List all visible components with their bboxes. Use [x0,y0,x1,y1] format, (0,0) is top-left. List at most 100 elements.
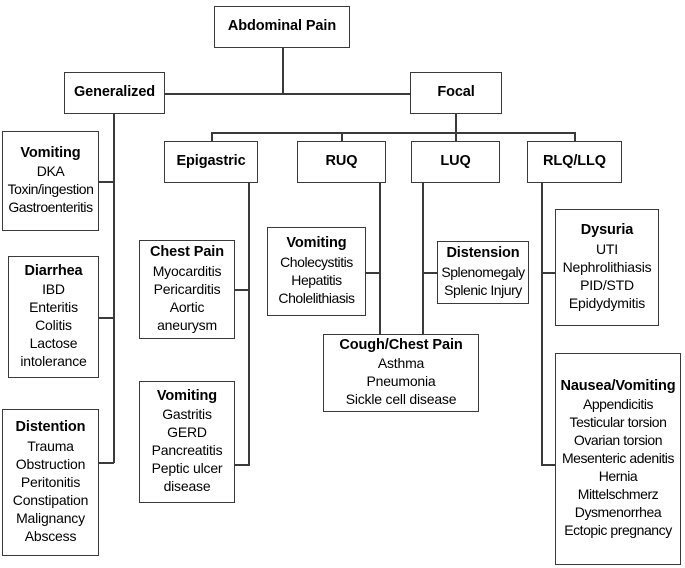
node-generalized-distention[interactable]: Distention Trauma Obstruction Peritoniti… [2,409,99,556]
node-item: DKA [36,163,65,180]
node-item: Hernia [598,468,638,485]
node-item: Testicular torsion [569,414,667,431]
node-luq-distension[interactable]: Distension Splenomegaly Splenic Injury [437,241,529,304]
node-rlq-llq[interactable]: RLQ/LLQ [527,141,622,183]
node-item: Cholecystitis [280,253,353,270]
node-item: Peptic ulcer [151,460,223,477]
node-title: Generalized [73,84,156,101]
node-item: Abscess [24,527,77,544]
node-items: IBD Enteritis Colitis Lactose intoleranc… [20,281,86,371]
node-generalized-diarrhea[interactable]: Diarrhea IBD Enteritis Colitis Lactose i… [8,256,99,378]
connector-epigastric-to-chestpain [235,289,250,291]
node-item: PID/STD [580,276,634,293]
node-rlqllq-nausea-vomiting[interactable]: Nausea/Vomiting Appendicitis Testicular … [555,353,681,565]
node-item: Colitis [35,317,72,334]
node-item: Myocarditis [152,262,222,279]
connector-luq-to-distension [422,272,438,274]
node-item: disease [163,478,211,495]
node-item: Splenomegaly [441,263,525,280]
node-item: Pancreatitis [151,442,223,459]
node-generalized-vomiting[interactable]: Vomiting DKA Toxin/ingestion Gastroenter… [2,131,99,231]
node-title: Abdominal Pain [227,18,337,35]
node-items: Gastritis GERD Pancreatitis Peptic ulcer… [152,406,223,496]
node-item: Splenic Injury [444,281,522,298]
node-item: Cholelithiasis [278,289,355,306]
node-item: Aortic [169,298,205,315]
node-abdominal-pain[interactable]: Abdominal Pain [214,6,350,48]
node-item: Nephrolithiasis [562,258,652,275]
node-item: IBD [42,281,65,298]
connector-ruq-to-vomiting [366,272,381,274]
node-item: Gastroenteritis [8,199,93,216]
connector-luq-spine [422,182,424,334]
node-ruq[interactable]: RUQ [297,141,386,183]
connector-root-down [282,48,284,94]
node-item: Trauma [27,437,74,454]
node-item: Pericarditis [153,280,221,297]
node-title: Distention [15,419,86,436]
node-item: Appendicitis [582,396,654,413]
connector-epigastric-to-vomiting [235,464,250,466]
node-item: Toxin/ingestion [7,181,94,198]
node-item: Ovarian torsion [573,432,663,449]
node-epigastric-chest-pain[interactable]: Chest Pain Myocarditis Pericarditis Aort… [139,240,235,339]
connector-rlqllq-spine [541,182,543,466]
node-title: RLQ/LLQ [543,153,606,170]
node-title: Nausea/Vomiting [560,377,676,394]
node-rlqllq-dysuria[interactable]: Dysuria UTI Nephrolithiasis PID/STD Epid… [555,209,659,326]
node-items: DKA Toxin/ingestion Gastroenteritis [8,163,94,217]
node-item: Peritonitis [20,473,81,490]
node-items: Asthma Pneumonia Sickle cell disease [346,355,457,409]
node-item: Mittelschmerz [577,486,659,503]
node-title: Dysuria [580,222,634,239]
node-title: Focal [437,84,475,101]
node-items: Splenomegaly Splenic Injury [441,263,525,300]
node-items: Cholecystitis Hepatitis Cholelithiasis [278,253,355,308]
node-item: UTI [596,240,618,257]
node-cough-chest-pain[interactable]: Cough/Chest Pain Asthma Pneumonia Sickle… [323,334,479,412]
node-item: Enteritis [29,299,78,316]
node-item: Hepatitis [291,271,342,288]
node-item: Dysmenorrhea [574,504,662,521]
connector-level3-stub-epigastric [211,132,213,142]
connector-level3-bar [211,132,575,134]
node-title: Distension [446,245,520,262]
node-epigastric-vomiting[interactable]: Vomiting Gastritis GERD Pancreatitis Pep… [139,381,235,503]
node-items: Trauma Obstruction Peritonitis Constipat… [12,437,89,546]
node-ruq-vomiting[interactable]: Vomiting Cholecystitis Hepatitis Choleli… [267,227,366,316]
node-title: Diarrhea [24,262,83,279]
connector-generalized-to-diarrhea [98,317,114,319]
node-luq[interactable]: LUQ [411,141,500,183]
node-items: UTI Nephrolithiasis PID/STD Epidydymitis [563,241,652,313]
node-title: RUQ [325,153,358,170]
connector-rlqllq-to-nausea [541,464,556,466]
node-items: Myocarditis Pericarditis Aortic aneurysm [153,263,222,335]
connector-epigastric-spine [248,182,250,466]
connector-focal-down [455,113,457,133]
connector-level3-stub-rlqllq [574,132,576,142]
node-title: Vomiting [286,235,347,252]
node-epigastric[interactable]: Epigastric [164,141,258,183]
node-focal[interactable]: Focal [410,72,502,114]
node-item: Asthma [377,355,425,372]
node-item: Obstruction [15,455,86,472]
node-title: Epigastric [176,153,246,170]
node-item: Mesenteric adenitis [561,450,675,467]
node-item: Constipation [12,491,89,508]
node-generalized[interactable]: Generalized [64,72,165,114]
connector-generalized-to-vomiting [98,181,114,183]
node-item: Gastritis [162,406,212,423]
connector-level3-stub-ruq [341,132,343,142]
connector-ruq-spine [379,182,381,334]
node-item: Epidydymitis [568,294,646,311]
node-item: Malignancy [16,509,85,526]
node-item: intolerance [20,353,87,370]
connector-level3-stub-luq [455,132,457,142]
connector-generalized-to-distention [98,462,114,464]
node-item: Ectopic pregnancy [564,522,672,539]
node-title: LUQ [440,153,471,170]
node-item: Sickle cell disease [345,391,457,408]
node-item: aneurysm [157,316,217,333]
connector-generalized-spine [113,113,115,463]
